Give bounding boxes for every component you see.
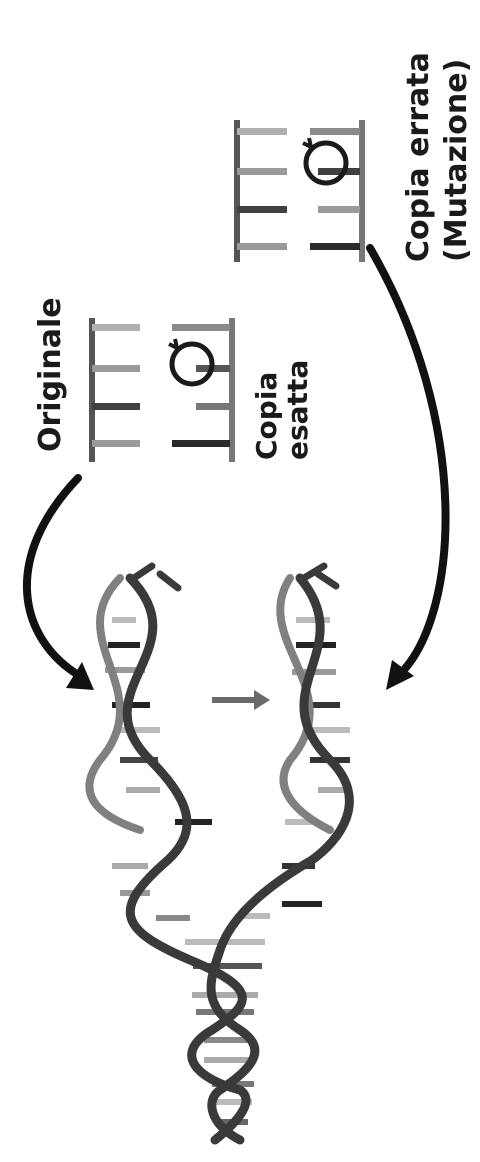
arrow-mutation-to-helix	[370, 248, 446, 690]
exact-copy-label-line2: esatta	[281, 360, 314, 460]
mutation-circle-icon	[303, 138, 346, 183]
original-label: Originale	[33, 297, 68, 452]
base-pair-circle-icon	[169, 339, 212, 384]
exact-copy-ladder	[92, 318, 232, 462]
arrow-original-to-helix	[27, 478, 94, 690]
parent-strand-a	[127, 578, 246, 1140]
dna-double-helix	[89, 566, 352, 1140]
mutation-label-line1: Copia errata	[401, 52, 436, 262]
parent-strand-b	[211, 578, 349, 1140]
mutation-label-line2: (Mutazione)	[439, 59, 474, 262]
replication-direction-arrow	[212, 690, 270, 710]
exact-copy-label-line1: Copia	[250, 372, 283, 460]
base-pairs	[105, 620, 352, 1122]
mutation-copy-ladder	[237, 120, 362, 262]
